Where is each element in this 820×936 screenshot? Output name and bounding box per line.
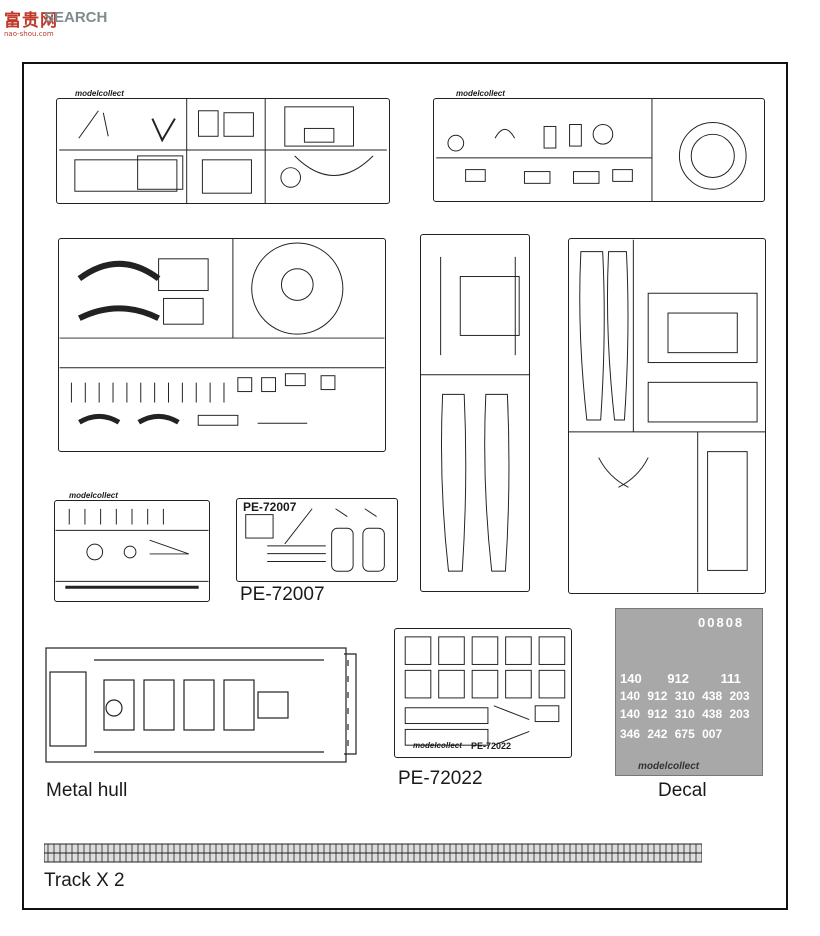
sprue-top-left: modelcollect xyxy=(56,89,390,204)
pe-fret-code: PE-72007 xyxy=(243,500,297,514)
decal-number: 140 xyxy=(620,671,642,686)
decal-number: 438 xyxy=(702,689,723,703)
kit-contents-frame xyxy=(22,62,788,910)
decal-number: 912 xyxy=(667,671,690,686)
metal-hull-drawing xyxy=(45,647,357,763)
sprue-brand: modelcollect xyxy=(75,89,124,98)
watermark-url: nao-shou.com xyxy=(4,30,54,38)
decal-number: 203 xyxy=(729,689,750,703)
pe-fret-72007-drawing xyxy=(245,508,385,572)
decal-number: 111 xyxy=(720,671,741,686)
watermark-english: SEARCH xyxy=(44,9,108,26)
pe-fret-72022-drawing xyxy=(404,636,566,746)
sprue-middle-center-drawing xyxy=(421,256,529,572)
watermark-chinese: 富贵网 xyxy=(4,11,58,31)
decal-number: 438 xyxy=(702,707,723,721)
sprue-small-left-drawing xyxy=(55,508,209,589)
pe-fret-code: PE-72022 xyxy=(471,741,512,751)
sprue-top-left-drawing xyxy=(59,99,387,203)
decal-row-3: 140 912 310 438 203 xyxy=(620,707,750,721)
sprue-middle-right-drawing xyxy=(569,239,765,593)
sprue-brand: modelcollect xyxy=(69,491,118,500)
decal-number: 310 xyxy=(674,707,695,721)
decal-number: 007 xyxy=(702,727,723,741)
sprue-top-right: modelcollect xyxy=(433,89,765,202)
decal-row-2: 140 912 310 438 203 xyxy=(620,689,750,703)
decal-number: 242 xyxy=(647,727,668,741)
decal-number: 203 xyxy=(729,707,750,721)
sprue-middle-right xyxy=(568,238,766,594)
label-pe-72007: PE-72007 xyxy=(240,584,325,605)
sprue-top-right-drawing xyxy=(436,99,747,201)
decal-row-4: 346 242 675 007 xyxy=(620,727,722,741)
decal-brand: modelcollect xyxy=(638,761,700,772)
pe-fret-72022: modelcollect PE-72022 xyxy=(394,628,572,758)
sprue-middle-center xyxy=(420,234,530,592)
watermark-logo: 富贵网 SEARCH nao-shou.com xyxy=(2,4,162,38)
decal-number: 140 xyxy=(620,707,641,721)
decal-number: 912 xyxy=(647,689,668,703)
sprue-middle-left-drawing xyxy=(59,239,385,426)
track-link xyxy=(44,843,702,863)
sprue-brand: modelcollect xyxy=(456,89,505,98)
sprue-small-left: modelcollect xyxy=(54,491,210,602)
label-track: Track X 2 xyxy=(44,870,125,891)
decal-row-1: 140 912 111 xyxy=(620,671,741,686)
label-decal: Decal xyxy=(658,780,707,801)
decal-sheet: 00808 140 912 111 140 912 310 438 203 14… xyxy=(615,608,763,776)
decal-number: 310 xyxy=(674,689,695,703)
pe-brand: modelcollect xyxy=(413,741,462,750)
metal-hull xyxy=(44,640,360,772)
decal-number: 140 xyxy=(620,689,641,703)
pe-fret-72007: PE-72007 xyxy=(236,498,398,582)
decal-top-row: 00808 xyxy=(698,615,745,630)
decal-number: 346 xyxy=(620,727,641,741)
decal-number: 912 xyxy=(647,707,668,721)
sprue-middle-left xyxy=(58,238,386,452)
label-pe-72022: PE-72022 xyxy=(398,768,483,789)
label-metal-hull: Metal hull xyxy=(46,780,128,801)
decal-number: 675 xyxy=(674,727,695,741)
